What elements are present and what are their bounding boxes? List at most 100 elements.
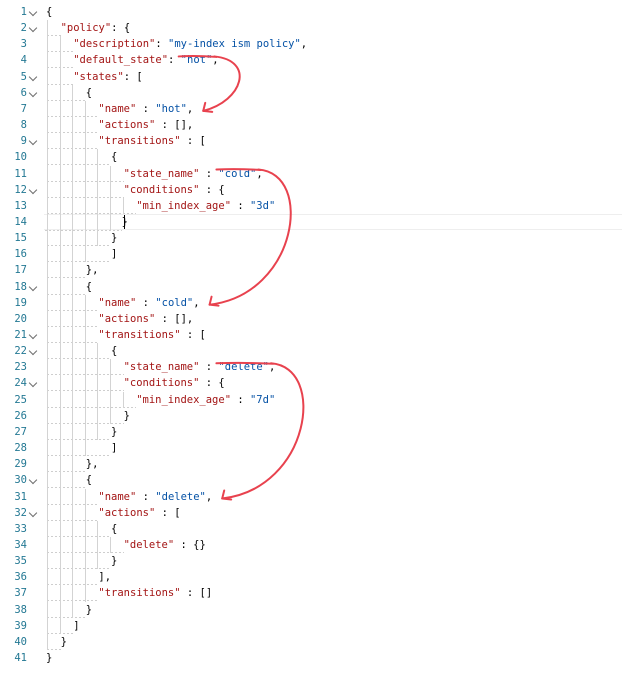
line-number-row: 28	[0, 440, 45, 456]
code-line[interactable]: "states": [	[46, 68, 143, 85]
code-line[interactable]: "state_name" : "delete",	[46, 359, 275, 376]
json-punctuation: }	[60, 635, 67, 648]
json-punctuation: : [],	[155, 119, 194, 132]
whitespace-dots	[46, 230, 111, 247]
code-line[interactable]: "transitions" : [	[46, 133, 206, 150]
indent-guide	[110, 359, 111, 424]
code-line[interactable]: {	[46, 4, 52, 20]
json-punctuation: : []	[180, 587, 213, 600]
json-key: "state_name"	[123, 361, 200, 374]
line-number-row: 36	[0, 569, 45, 585]
code-line[interactable]: }	[46, 423, 118, 440]
indent-guide	[110, 165, 111, 231]
line-number-row: 40	[0, 634, 45, 650]
json-punctuation: }	[111, 425, 118, 438]
code-line[interactable]: "actions" : [],	[46, 310, 193, 327]
json-punctuation: ],	[98, 571, 112, 584]
line-number-row: 1	[0, 4, 45, 20]
line-number-row: 16	[0, 246, 45, 262]
fold-chevron-icon[interactable]	[28, 508, 38, 517]
fold-chevron-icon[interactable]	[28, 72, 38, 81]
json-punctuation: : {	[199, 377, 225, 390]
line-number: 2	[20, 22, 27, 35]
code-line[interactable]: "name" : "delete",	[46, 488, 212, 505]
code-line[interactable]: }	[46, 650, 52, 666]
curved-arrow-icon	[221, 362, 305, 500]
code-line[interactable]: ]	[46, 617, 80, 634]
json-string: "delete"	[155, 490, 206, 503]
code-line[interactable]: }	[46, 601, 92, 618]
json-punctuation: ,	[212, 54, 219, 67]
line-number-row: 21	[0, 327, 45, 343]
code-line[interactable]: {	[46, 84, 92, 101]
code-line[interactable]: }	[46, 230, 118, 247]
fold-chevron-icon[interactable]	[28, 476, 38, 485]
indent-guide	[97, 343, 99, 441]
code-line[interactable]: "min_index_age" : "7d"	[46, 391, 275, 408]
code-line[interactable]: "actions" : [	[46, 504, 181, 521]
whitespace-dots	[46, 262, 86, 279]
indent-guide	[97, 149, 99, 247]
fold-chevron-icon[interactable]	[28, 7, 38, 17]
fold-chevron-icon[interactable]	[28, 282, 38, 291]
code-line[interactable]: {	[46, 149, 117, 166]
json-key: "name"	[98, 490, 137, 503]
line-number-row: 3	[0, 36, 45, 52]
code-line[interactable]: "description": "my-index ism policy",	[46, 36, 308, 53]
code-line[interactable]: {	[46, 520, 117, 537]
code-line[interactable]: ]	[46, 440, 117, 457]
line-number: 4	[20, 54, 27, 67]
json-string: "3d"	[249, 199, 276, 212]
code-line[interactable]: "actions" : [],	[46, 117, 194, 134]
fold-chevron-icon[interactable]	[28, 185, 38, 194]
text-cursor	[123, 214, 125, 229]
code-line[interactable]: "policy": {	[46, 20, 131, 37]
json-string: "cold"	[155, 296, 194, 309]
code-line[interactable]: "min_index_age" : "3d"	[46, 197, 276, 214]
code-line[interactable]: "delete" : {}	[46, 536, 206, 553]
code-line[interactable]: }	[44, 213, 622, 231]
code-line[interactable]: {	[46, 278, 92, 295]
code-line[interactable]: }	[46, 633, 67, 650]
line-number: 11	[14, 167, 27, 180]
code-line[interactable]: }	[46, 553, 117, 570]
code-line[interactable]: },	[46, 262, 99, 279]
code-line[interactable]: "name" : "cold",	[46, 294, 200, 311]
json-punctuation: : {	[111, 22, 131, 35]
line-number: 29	[14, 458, 27, 471]
json-punctuation: :	[168, 54, 181, 67]
fold-chevron-icon[interactable]	[28, 379, 38, 388]
code-line[interactable]: ],	[46, 569, 112, 586]
code-line[interactable]: ]	[46, 246, 117, 263]
fold-chevron-icon[interactable]	[28, 330, 38, 340]
code-line[interactable]: }	[46, 407, 130, 424]
code-line[interactable]: {	[46, 472, 92, 489]
code-line[interactable]: "transitions" : [	[46, 327, 206, 343]
code-line[interactable]: {	[46, 343, 117, 360]
fold-chevron-icon[interactable]	[28, 346, 38, 356]
fold-chevron-icon[interactable]	[28, 136, 38, 146]
line-number: 27	[14, 425, 27, 438]
line-number-row: 10	[0, 149, 45, 165]
code-line[interactable]: "name" : "hot",	[46, 100, 193, 117]
json-punctuation: }	[111, 232, 118, 245]
code-line[interactable]: "transitions" : []	[46, 585, 213, 602]
json-punctuation: },	[85, 264, 99, 277]
line-number: 30	[14, 474, 27, 487]
code-line[interactable]: },	[46, 456, 98, 473]
line-number-row: 31	[0, 489, 45, 505]
json-punctuation: : [	[180, 329, 206, 341]
line-number-row: 11	[0, 166, 45, 182]
code-line[interactable]: "default_state": "hot",	[46, 52, 219, 69]
json-key: "conditions"	[123, 377, 200, 390]
json-punctuation: ,	[300, 38, 308, 51]
json-key: "name"	[98, 296, 137, 309]
indent-guide	[47, 20, 48, 650]
line-number: 6	[20, 86, 27, 99]
fold-chevron-icon[interactable]	[28, 23, 38, 33]
annotation-arrow	[215, 361, 305, 501]
code-line[interactable]: "state_name" : "cold",	[46, 165, 263, 182]
fold-chevron-icon[interactable]	[28, 88, 38, 97]
line-number-row: 38	[0, 602, 45, 618]
